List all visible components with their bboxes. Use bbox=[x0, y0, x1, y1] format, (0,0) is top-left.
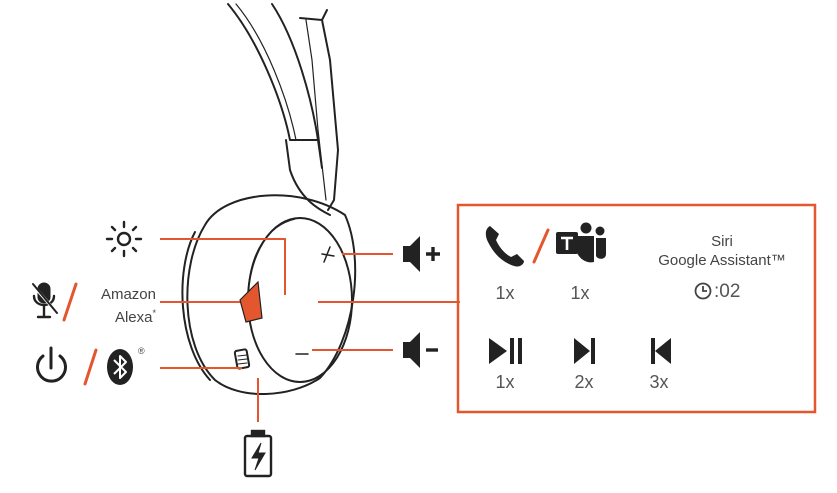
siri-label: Siri bbox=[711, 233, 733, 250]
volume-down-icon bbox=[403, 332, 438, 368]
next-track-count: 2x bbox=[574, 372, 594, 392]
leader-lines bbox=[160, 238, 460, 422]
headset-illustration bbox=[181, 3, 357, 396]
volume-up-icon bbox=[403, 236, 440, 272]
play-pause-icon bbox=[489, 338, 522, 364]
battery-charging-icon bbox=[243, 429, 273, 478]
controls-panel bbox=[456, 203, 817, 414]
bluetooth-icon bbox=[107, 349, 133, 385]
call-count: 1x bbox=[495, 283, 515, 303]
phone-icon bbox=[485, 226, 524, 267]
play-pause-count: 1x bbox=[495, 372, 515, 392]
teams-icon bbox=[556, 222, 606, 263]
amazon-label-line2: Alexa bbox=[114, 309, 153, 326]
slash-divider bbox=[62, 282, 78, 322]
previous-track-count: 3x bbox=[649, 372, 669, 392]
bluetooth-registered-mark: ® bbox=[138, 346, 145, 356]
teams-count: 1x bbox=[570, 283, 590, 303]
slash-divider bbox=[83, 348, 98, 386]
sun-icon bbox=[105, 220, 143, 258]
alexa-button-highlight bbox=[239, 280, 263, 323]
previous-track-icon bbox=[651, 338, 671, 364]
google-assistant-label: Google Assistant™ bbox=[658, 252, 786, 269]
amazon-label-line1: Amazon bbox=[100, 286, 156, 303]
hold-duration: :02 bbox=[714, 281, 741, 302]
clock-icon bbox=[694, 282, 712, 300]
amazon-alexa-label: Amazon Alexa* bbox=[90, 286, 156, 327]
slash-divider bbox=[532, 228, 550, 264]
amazon-asterisk: * bbox=[152, 308, 156, 318]
voice-assistant-label: Siri Google Assistant™ bbox=[622, 232, 822, 270]
power-icon bbox=[36, 346, 67, 383]
mic-mute-icon bbox=[30, 282, 60, 319]
next-track-icon bbox=[574, 338, 595, 364]
